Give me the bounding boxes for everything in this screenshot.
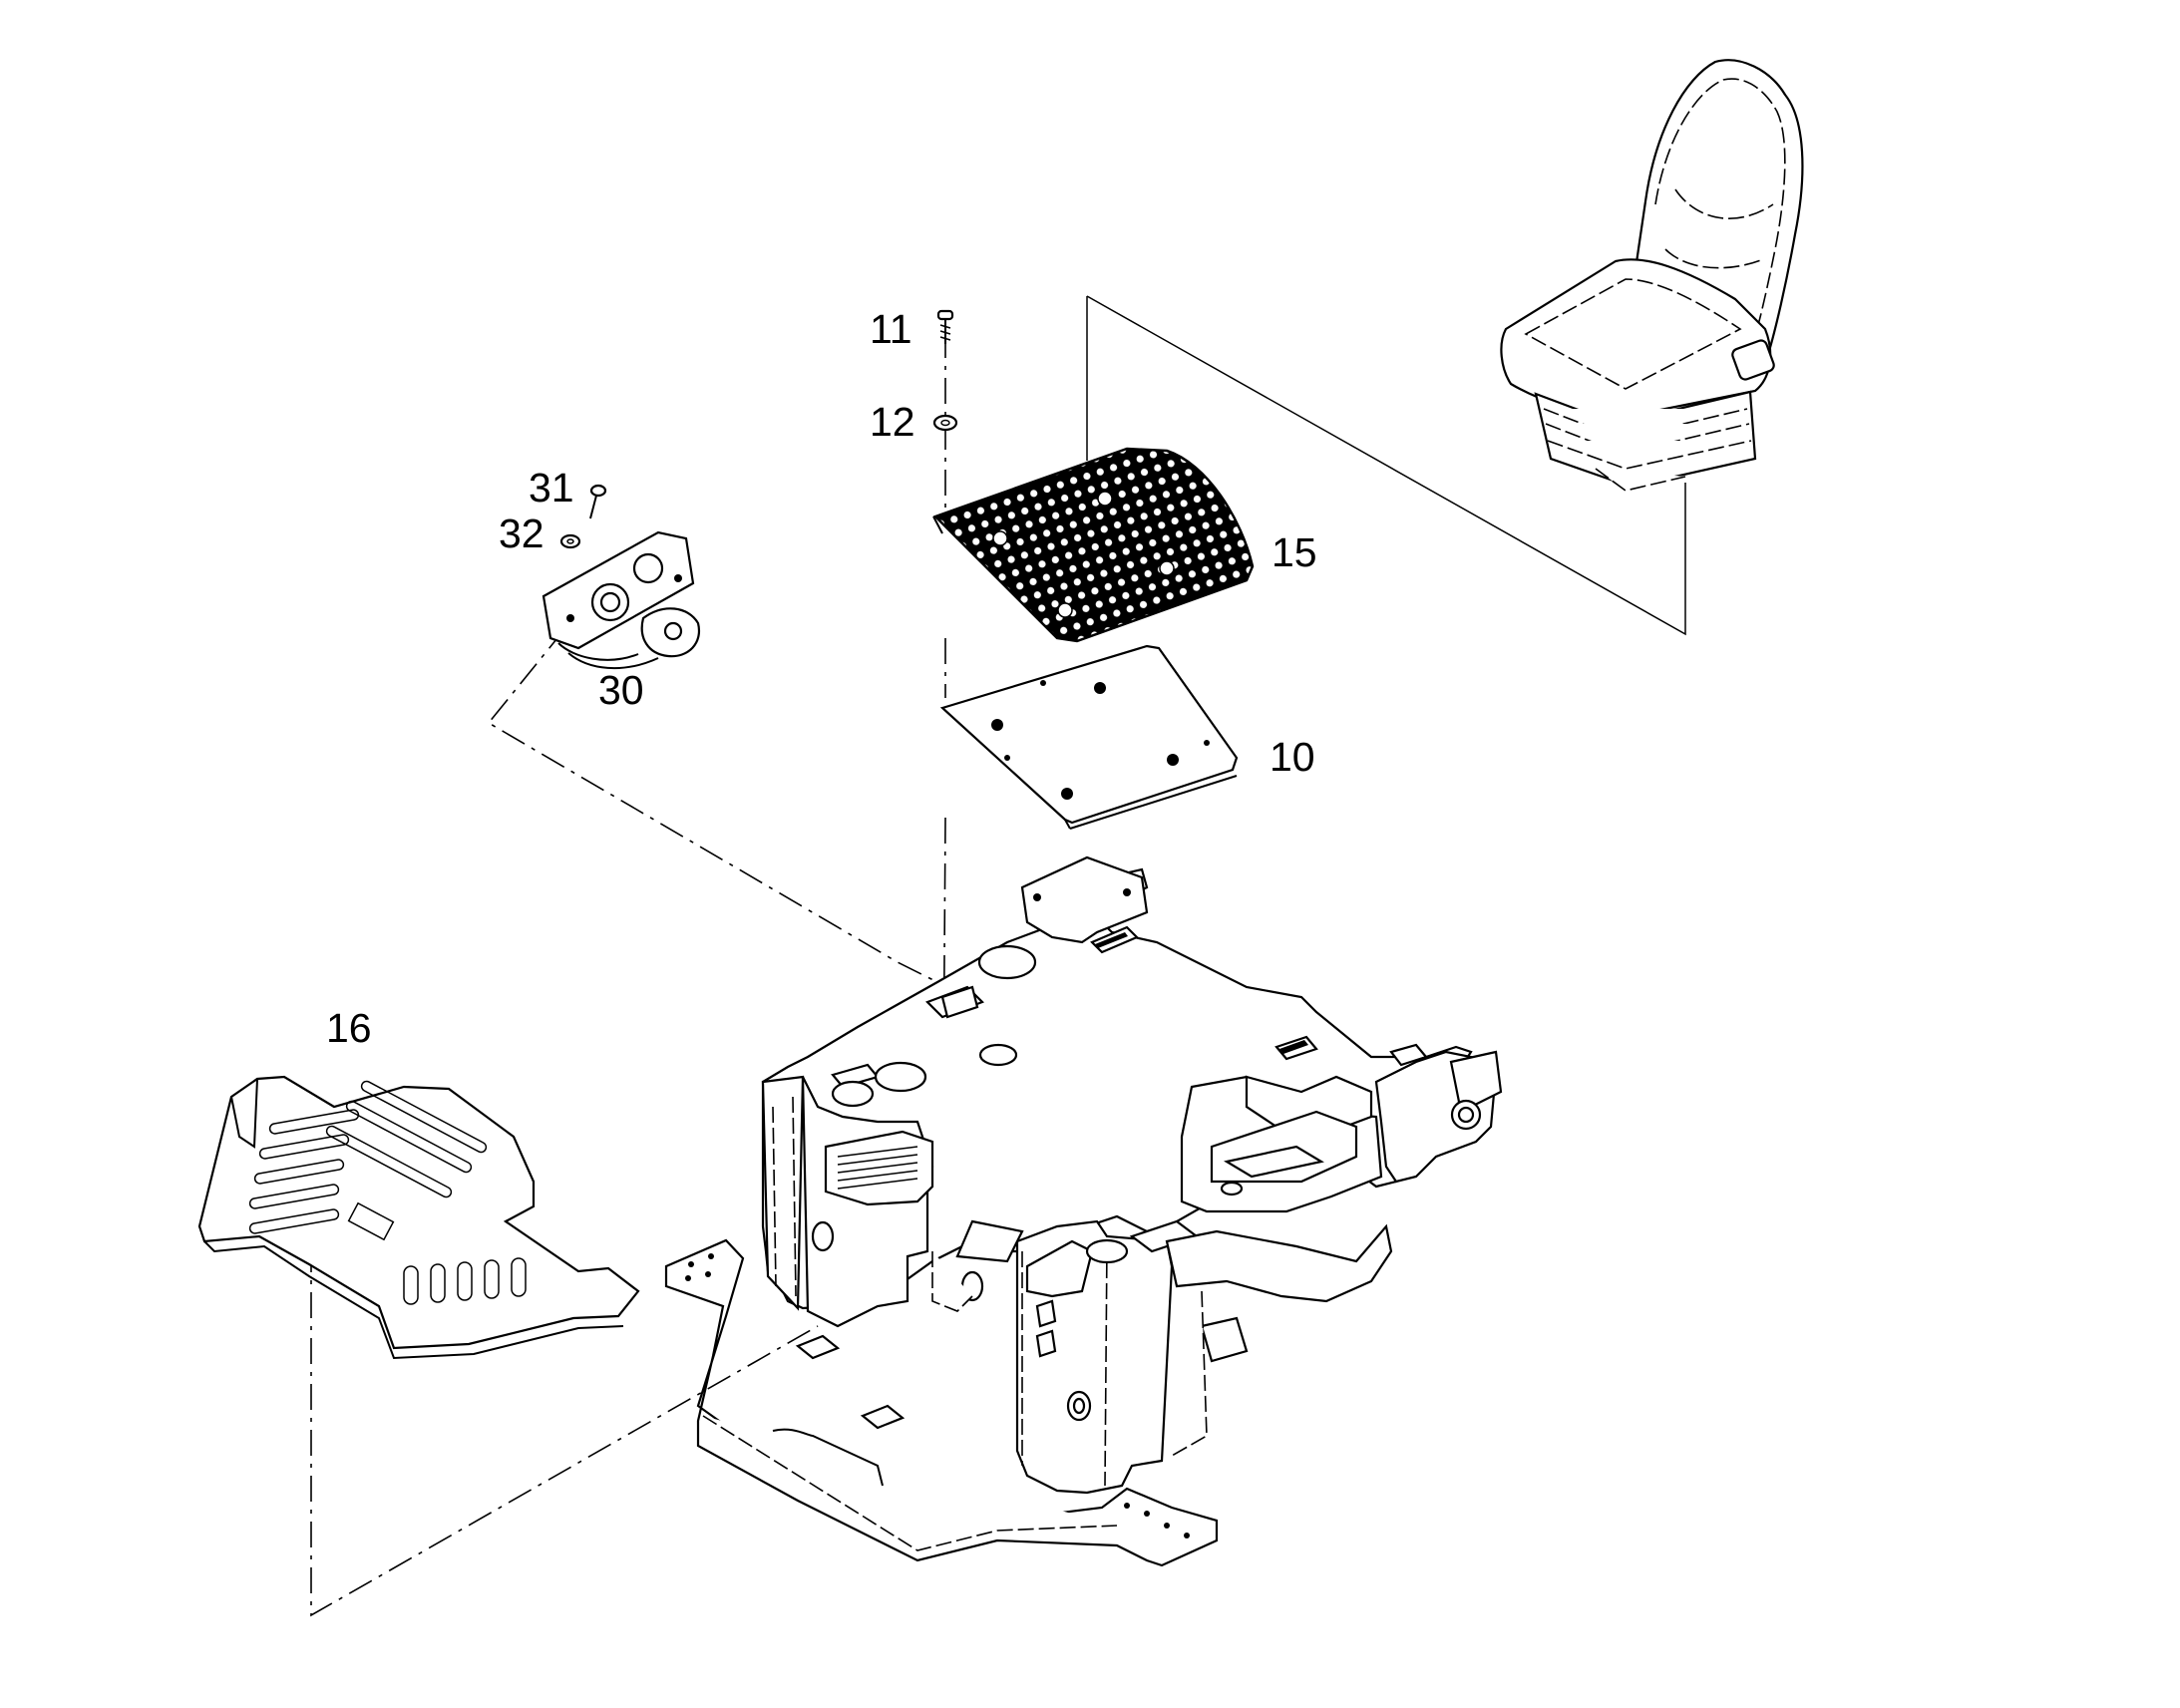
callout-30: 30 [598,667,644,713]
switch-panel-icon [542,530,701,670]
base-plate-icon [939,644,1239,830]
callout-15: 15 [1272,529,1317,575]
platform-frame-icon [664,855,1503,1567]
callout-31: 31 [529,465,574,511]
washer-icon [932,414,958,432]
callout-16: 16 [326,1005,372,1051]
callout-10: 10 [1270,734,1315,780]
callout-32: 32 [499,511,545,556]
screw-icon [589,484,607,519]
screw-icon [936,309,954,344]
callout-12: 12 [870,399,915,445]
seat-mat-icon [932,447,1255,643]
seat-assembly-icon [1500,59,1804,492]
callout-11: 11 [870,306,912,352]
callout-labels: 11 12 15 10 31 32 30 16 [326,306,1317,1051]
floor-mat-icon [197,1075,640,1360]
washer-icon [559,533,581,549]
